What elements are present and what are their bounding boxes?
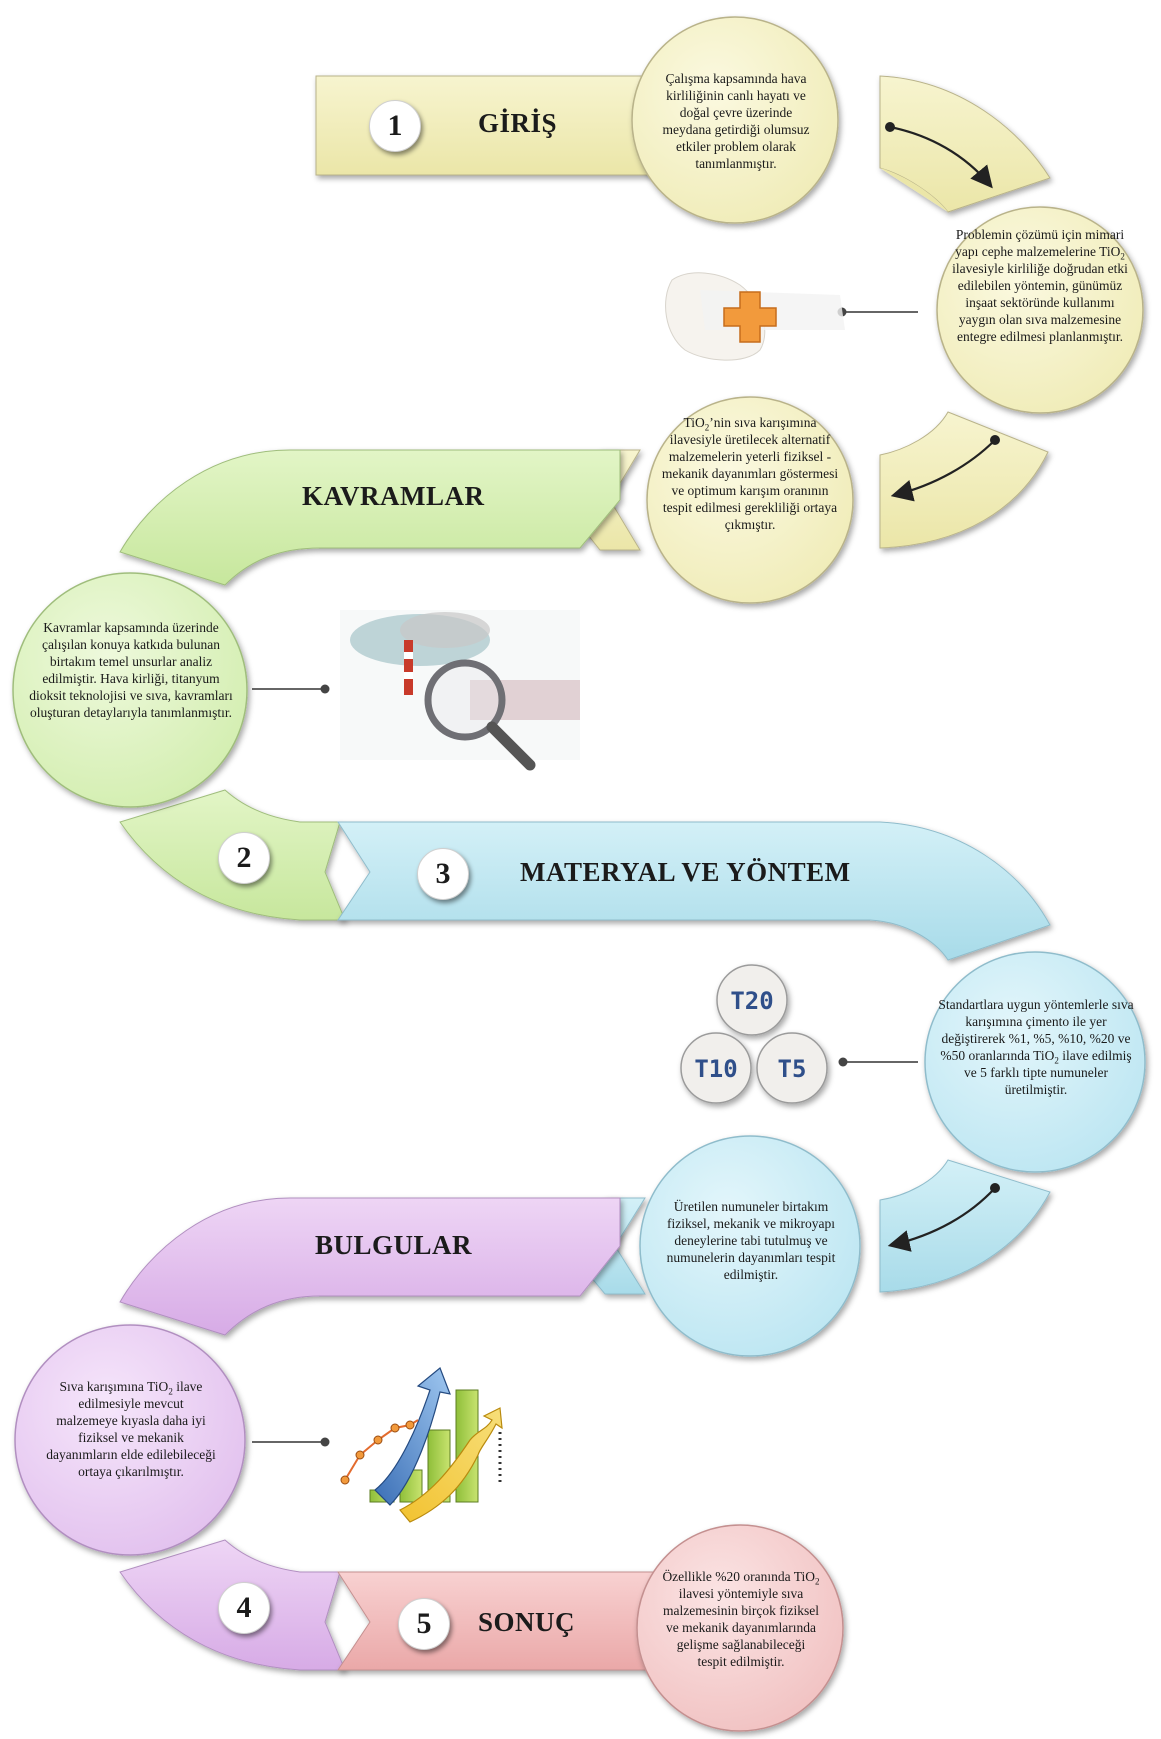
sonuc-circle-text-b: ilavesi yöntemiyle sıva malzemesinin bir…: [663, 1586, 819, 1669]
sample-t10-disc: [680, 1032, 752, 1104]
sample-t5-disc: [756, 1032, 828, 1104]
section-title-materyal: MATERYAL VE YÖNTEM: [520, 857, 851, 887]
kavramlar-circle: [12, 572, 248, 808]
samples-illustration: T20 T10 T5: [680, 964, 828, 1104]
materyal-circle-1-text: Standartlara uygun yöntemlerle sıva karı…: [935, 996, 1137, 1098]
giris-circle-3-text-a: TiO: [683, 415, 705, 430]
bulgular-circle-sub: 2: [168, 1386, 173, 1397]
giris-curve: [879, 75, 1051, 213]
giris-circle-3-text: TiO2’nin sıva karışımına ilavesiyle üret…: [658, 414, 842, 533]
sample-t20-label: T20: [730, 987, 773, 1015]
giris-circle-3-text-b: ’nin sıva karışımına ilavesiyle üretilec…: [661, 415, 839, 532]
bulgular-circle-text: Sıva karışımına TiO2 ilave edilmesiyle m…: [46, 1378, 216, 1480]
kavramlar-banner: [119, 449, 621, 586]
sonuc-circle: [636, 1524, 844, 1732]
sample-t20-disc: [716, 964, 788, 1036]
giris-return-curve: [879, 411, 1049, 549]
giris-circle-2-text-b: ilavesiyle kirliliğe doğrudan etki edile…: [952, 261, 1128, 344]
connector-4: [252, 1437, 330, 1447]
flow-arrow-1: [885, 122, 993, 189]
giris-circle-3-sub: 2: [704, 422, 710, 433]
connector-2: [252, 684, 330, 694]
section-title-giris: GİRİŞ: [478, 108, 558, 138]
pollution-magnifier-illustration: [340, 610, 580, 771]
materyal-circle-2-text: Üretilen numuneler birtakım fiziksel, me…: [666, 1199, 836, 1282]
sample-t5-label: T5: [778, 1055, 807, 1083]
materyal-circle-2: [639, 1135, 861, 1357]
giris-circle-1: [631, 16, 839, 224]
step-number-4: 4: [218, 1582, 270, 1634]
sonuc-circle-text-a: Özellikle %20 oranında TiO: [662, 1569, 816, 1584]
section-title-kavramlar: KAVRAMLAR: [302, 481, 485, 511]
flow-arrow-2: [890, 435, 1000, 502]
giris-circle-2: [936, 206, 1144, 414]
step-number-1: 1: [369, 100, 421, 152]
plaster-plus-illustration: [665, 272, 845, 361]
giris-circle-3: [646, 396, 854, 604]
flow-arrow-3: [887, 1183, 1000, 1252]
sample-t10-label: T10: [694, 1055, 737, 1083]
step-number-2: 2: [218, 832, 270, 884]
giris-circle-2-text-a: Problemin çözümü için mimari yapı cephe …: [955, 227, 1125, 259]
bulgular-circle: [14, 1324, 246, 1556]
materyal-return-curve: [879, 1159, 1051, 1293]
sonuc-circle-text: Özellikle %20 oranında TiO2 ilavesi yönt…: [662, 1568, 820, 1670]
giris-circle-2-text: Problemin çözümü için mimari yapı cephe …: [948, 226, 1132, 345]
kavramlar-circle-text: Kavramlar kapsamında üzerinde çalışılan …: [29, 620, 233, 720]
materyal-circle-1-sub: 2: [1054, 1055, 1059, 1066]
connector-3: [838, 1057, 918, 1067]
sonuc-circle-sub: 2: [815, 1576, 820, 1587]
materyal-circle-1-text-b: ilave edilmiş ve 5 farklı tipte numunele…: [964, 1048, 1132, 1097]
connector-1: [837, 307, 918, 317]
growth-chart-illustration: [340, 1367, 503, 1523]
bulgular-banner: [119, 1197, 621, 1336]
bulgular-circle-text-a: Sıva karışımına TiO: [59, 1379, 169, 1394]
step-number-5: 5: [398, 1598, 450, 1650]
materyal-circle-1-text-a: Standartlara uygun yöntemlerle sıva karı…: [938, 997, 1134, 1063]
step-number-3: 3: [417, 848, 469, 900]
giris-circle-1-text: Çalışma kapsamında hava kirliliğinin can…: [662, 71, 810, 171]
materyal-banner: [337, 821, 1051, 961]
section-title-bulgular: BULGULAR: [315, 1230, 473, 1260]
bulgular-circle-text-b: ilave edilmesiyle mevcut malzemeye kıyas…: [46, 1379, 216, 1479]
section-title-sonuc: SONUÇ: [478, 1607, 576, 1637]
materyal-circle-1: [924, 951, 1146, 1173]
giris-circle-2-sub: 2: [1120, 251, 1125, 262]
